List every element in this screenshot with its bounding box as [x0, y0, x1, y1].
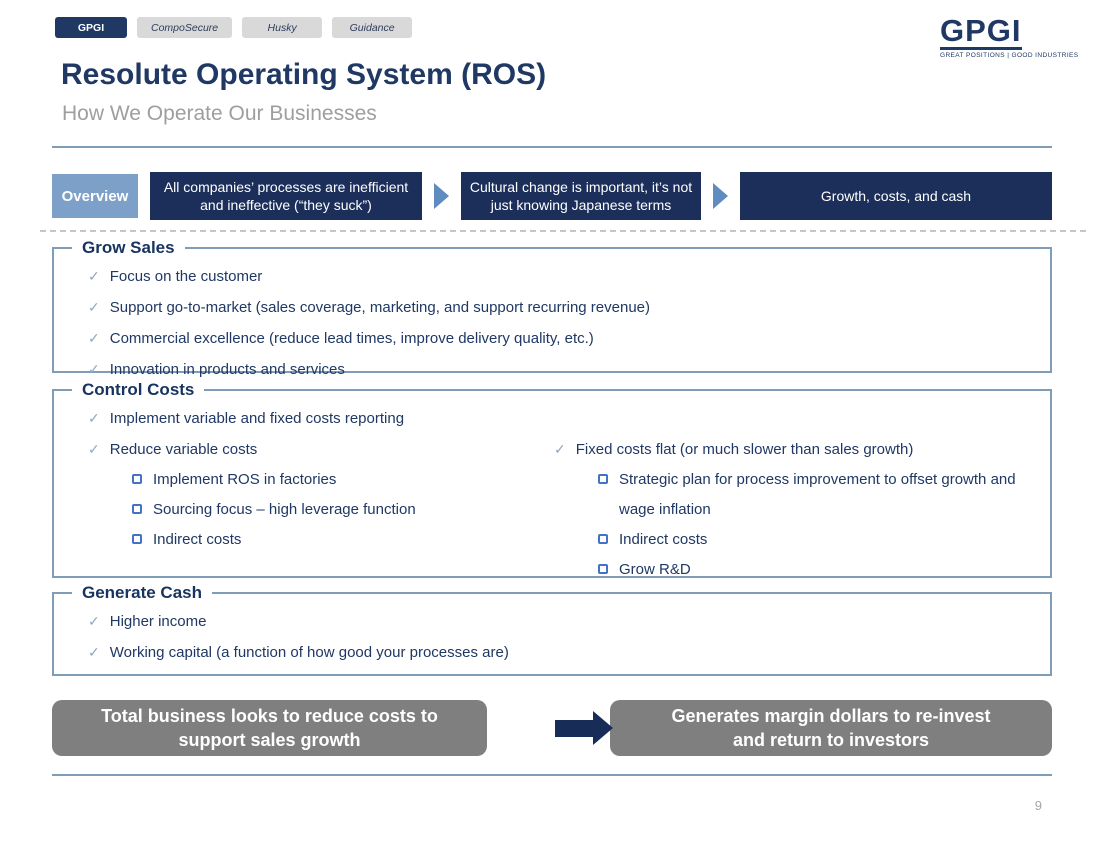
list-item: ✓ Fixed costs flat (or much slower than … — [554, 434, 1034, 465]
check-icon: ✓ — [88, 410, 100, 426]
section-title-grow-sales: Grow Sales — [72, 237, 185, 259]
sub-list-item: Strategic plan for process improvement t… — [554, 465, 1034, 525]
conclusion-left-box: Total business looks to reduce costs to … — [52, 700, 487, 756]
tab-guidance[interactable]: Guidance — [332, 17, 413, 38]
list-item-text: Commercial excellence (reduce lead times… — [109, 330, 594, 347]
list-item: ✓ Working capital (a function of how goo… — [88, 637, 1040, 668]
control-costs-right-column: ✓ Fixed costs flat (or much slower than … — [554, 391, 1050, 585]
header-divider — [52, 146, 1052, 148]
check-icon: ✓ — [88, 441, 100, 457]
list-item: ✓ Commercial excellence (reduce lead tim… — [88, 323, 1040, 354]
sub-list-item: Sourcing focus – high leverage function — [88, 495, 544, 525]
conclusion-left-text: Total business looks to reduce costs to … — [101, 705, 438, 750]
sub-list-item: Indirect costs — [88, 525, 544, 555]
checkbox-bullet-icon — [598, 534, 608, 544]
flow-step-3: Growth, costs, and cash — [740, 172, 1052, 220]
check-icon: ✓ — [88, 361, 100, 377]
sub-list-item: Implement ROS in factories — [88, 465, 544, 495]
list-item: ✓ Higher income — [88, 606, 1040, 637]
list-item: ✓ Reduce variable costs — [88, 434, 544, 465]
check-icon: ✓ — [554, 441, 566, 457]
flow-label-overview: Overview — [52, 174, 138, 218]
tab-composecure[interactable]: CompoSecure — [137, 17, 233, 38]
conclusion-right-text: Generates margin dollars to re-invest an… — [671, 705, 991, 750]
checkbox-bullet-icon — [132, 534, 142, 544]
sub-item-text: Implement ROS in factories — [153, 471, 337, 488]
checkbox-bullet-icon — [132, 474, 142, 484]
sub-item-text: Indirect costs — [619, 531, 708, 548]
flow-arrow-icon — [713, 183, 728, 209]
logo-tagline: GREAT POSITIONS | GOOD INDUSTRIES — [940, 52, 1079, 59]
check-icon: ✓ — [88, 613, 100, 629]
control-costs-left-column: ✓ Implement variable and fixed costs rep… — [54, 391, 554, 585]
footer-divider — [52, 774, 1052, 776]
list-item-text: Innovation in products and services — [109, 361, 345, 378]
section-control-costs: Control Costs ✓ Implement variable and f… — [52, 379, 1052, 578]
flow-arrow-icon — [434, 183, 449, 209]
flow-step-2: Cultural change is important, it’s not j… — [461, 172, 701, 220]
checkbox-bullet-icon — [132, 504, 142, 514]
sub-item-text: Sourcing focus – high leverage function — [153, 501, 416, 518]
dashed-divider — [40, 230, 1086, 232]
sub-list-item: Grow R&D — [554, 555, 1034, 585]
sub-item-text: Strategic plan for process improvement t… — [619, 471, 1016, 518]
sub-item-text: Indirect costs — [153, 531, 242, 548]
overview-flow: Overview All companies’ processes are in… — [52, 172, 1052, 220]
list-item: ✓ Support go-to-market (sales coverage, … — [88, 292, 1040, 323]
flow-step-1: All companies’ processes are inefficient… — [150, 172, 422, 220]
list-item-text: Reduce variable costs — [109, 441, 258, 458]
checkbox-bullet-icon — [598, 564, 608, 574]
list-item-text: Implement variable and fixed costs repor… — [109, 410, 405, 427]
list-item: ✓ Focus on the customer — [88, 261, 1040, 292]
company-tabs: GPGI CompoSecure Husky Guidance — [55, 17, 413, 38]
check-icon: ✓ — [88, 299, 100, 315]
gpgi-logo: GPGI GREAT POSITIONS | GOOD INDUSTRIES — [940, 13, 1079, 59]
sub-item-text: Grow R&D — [619, 561, 691, 578]
logo-wordmark: GPGI — [940, 13, 1022, 50]
list-item: ✓ Innovation in products and services — [88, 354, 1040, 385]
page-number: 9 — [1034, 798, 1042, 813]
list-item-text: Fixed costs flat (or much slower than sa… — [575, 441, 914, 458]
conclusion-row: Total business looks to reduce costs to … — [52, 700, 1052, 756]
check-icon: ✓ — [88, 268, 100, 284]
section-title-generate-cash: Generate Cash — [72, 582, 212, 604]
section-generate-cash: Generate Cash ✓ Higher income ✓ Working … — [52, 582, 1052, 676]
section-title-control-costs: Control Costs — [72, 379, 205, 401]
conclusion-right-box: Generates margin dollars to re-invest an… — [610, 700, 1052, 756]
section-grow-sales: Grow Sales ✓ Focus on the customer ✓ Sup… — [52, 237, 1052, 378]
list-item-text: Support go-to-market (sales coverage, ma… — [109, 299, 650, 316]
right-arrow-icon — [555, 710, 613, 745]
checkbox-bullet-icon — [598, 474, 608, 484]
page-title: Resolute Operating System (ROS) — [61, 58, 547, 91]
check-icon: ✓ — [88, 644, 100, 660]
check-icon: ✓ — [88, 330, 100, 346]
sub-list-item: Indirect costs — [554, 525, 1034, 555]
list-item-text: Higher income — [109, 613, 207, 630]
tab-husky[interactable]: Husky — [242, 17, 323, 38]
list-item-text: Working capital (a function of how good … — [109, 644, 509, 661]
list-item: ✓ Implement variable and fixed costs rep… — [88, 403, 544, 434]
page-subtitle: How We Operate Our Businesses — [62, 102, 377, 125]
tab-gpgi[interactable]: GPGI — [55, 17, 127, 38]
list-item-text: Focus on the customer — [109, 268, 263, 285]
